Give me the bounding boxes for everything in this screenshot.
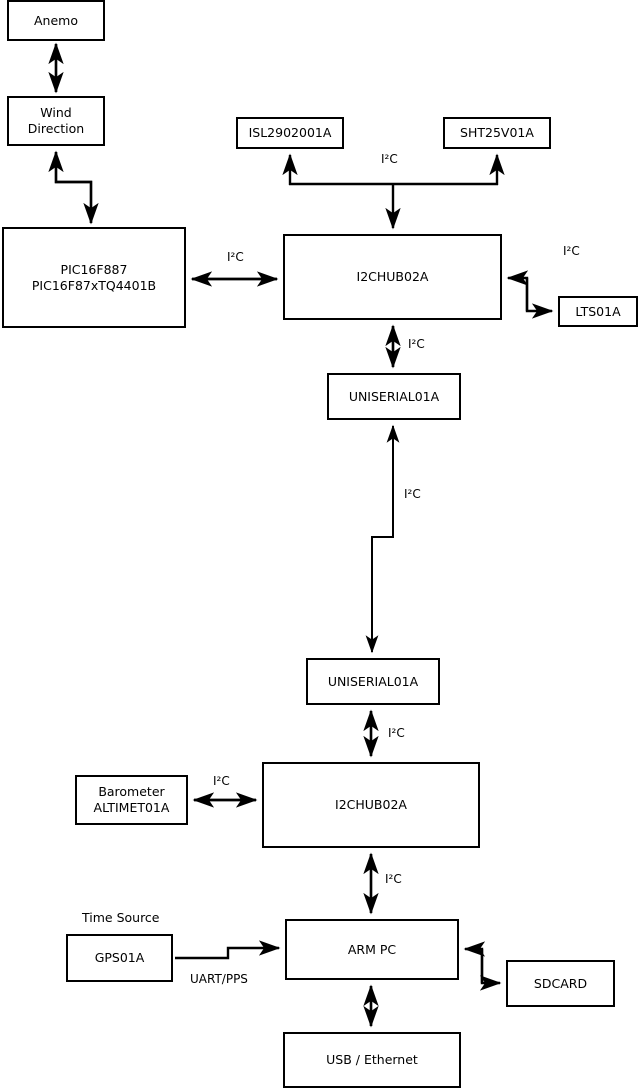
- connector-uniserial-link: [365, 424, 400, 654]
- node-lts01a[interactable]: LTS01A: [558, 296, 638, 327]
- node-anemo[interactable]: Anemo: [7, 0, 105, 41]
- connector-hub-top-lts: [506, 270, 554, 319]
- connector-armpc-sdcard: [463, 941, 502, 991]
- edge-label-sensors-hub: I²C: [381, 152, 398, 166]
- edge-label-uniserial-hub2: I²C: [388, 726, 405, 740]
- node-i2chub02a-bottom[interactable]: I2CHUB02A: [262, 762, 480, 848]
- node-barometer-altimet01a[interactable]: Barometer ALTIMET01A: [75, 775, 188, 825]
- node-sht25v01a[interactable]: SHT25V01A: [443, 117, 551, 149]
- node-uniserial01a-top[interactable]: UNISERIAL01A: [327, 373, 461, 420]
- node-isl2902001a[interactable]: ISL2902001A: [236, 117, 344, 149]
- node-uniserial01a-bottom[interactable]: UNISERIAL01A: [306, 658, 440, 705]
- node-sdcard[interactable]: SDCARD: [506, 960, 615, 1007]
- node-arm-pc[interactable]: ARM PC: [285, 919, 459, 980]
- label-time-source: Time Source: [82, 910, 160, 925]
- edge-label-uniserial-link: I²C: [404, 487, 421, 501]
- node-i2chub02a-top[interactable]: I2CHUB02A: [283, 234, 502, 320]
- edge-label-gps-armpc: UART/PPS: [190, 972, 248, 986]
- node-gps01a[interactable]: GPS01A: [66, 934, 173, 982]
- edge-label-hub-uniserial: I²C: [408, 337, 425, 351]
- node-pic-mcu[interactable]: PIC16F887 PIC16F87xTQ4401B: [2, 227, 186, 328]
- edge-label-pic-hub: I²C: [227, 250, 244, 264]
- connector-gps-armpc: [175, 940, 281, 960]
- node-wind-direction[interactable]: Wind Direction: [7, 96, 105, 146]
- connector-sensors-hub-top: [282, 153, 505, 230]
- edge-label-hub-lts: I²C: [563, 244, 580, 258]
- node-usb-ethernet[interactable]: USB / Ethernet: [283, 1032, 461, 1088]
- edge-label-barometer-hub2: I²C: [213, 774, 230, 788]
- connector-pic-wind: [48, 150, 99, 225]
- edge-label-hub2-armpc: I²C: [385, 872, 402, 886]
